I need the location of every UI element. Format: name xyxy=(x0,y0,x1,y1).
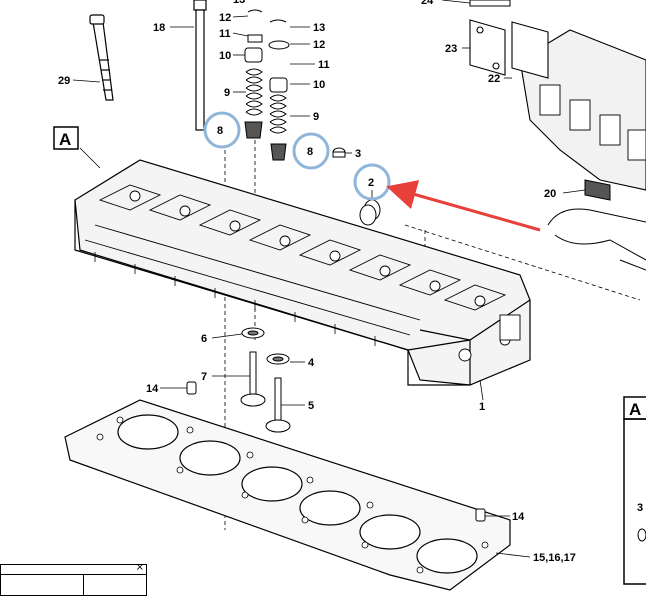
callout-15-16-17: 15,16,17 xyxy=(533,552,576,564)
callout-23: 23 xyxy=(445,43,457,55)
section-a-main-label: A xyxy=(59,130,71,149)
callout-18: 18 xyxy=(153,22,165,34)
callout-11-right: 11 xyxy=(318,59,330,71)
callout-12-left: 12 xyxy=(219,12,231,24)
window-fragment-divider xyxy=(83,575,84,595)
callout-22: 22 xyxy=(488,73,500,85)
dowel-14-left xyxy=(186,381,197,395)
valve-5 xyxy=(265,377,291,433)
valve-seal-4 xyxy=(266,353,290,365)
callout-9-left: 9 xyxy=(224,87,230,99)
sensor-20 xyxy=(584,179,611,201)
callout-10-left: 10 xyxy=(219,50,231,62)
valve-7 xyxy=(240,351,266,407)
head-bolt-29 xyxy=(89,14,114,101)
callout-3-right: 3 xyxy=(637,502,643,514)
intake-manifold xyxy=(519,29,646,191)
section-a-right-label: A xyxy=(629,400,641,419)
callout-1: 1 xyxy=(479,401,485,413)
cover-23 xyxy=(469,19,506,76)
manifold-gasket-edge xyxy=(547,208,646,271)
callout-13-top: 13 xyxy=(233,0,245,6)
valve-spring-left xyxy=(244,9,263,139)
callout-14-right: 14 xyxy=(512,511,525,523)
callout-9-right: 9 xyxy=(313,111,319,123)
close-icon[interactable]: × xyxy=(135,562,144,573)
cylinder-head xyxy=(74,159,531,386)
gasket-22 xyxy=(511,21,549,79)
callout-11-left: 11 xyxy=(219,28,231,40)
callout-24: 24 xyxy=(421,0,434,7)
plug-2 xyxy=(359,199,381,226)
red-pointer-arrow xyxy=(386,180,541,232)
window-fragment: × xyxy=(0,562,147,596)
callout-8-right: 8 xyxy=(307,146,313,158)
section-a-right: A 3 xyxy=(623,396,646,585)
bolt-24 xyxy=(469,0,511,7)
callout-4: 4 xyxy=(308,357,315,369)
valve-seal-6 xyxy=(241,327,265,339)
stud-18 xyxy=(193,0,207,131)
callout-29: 29 xyxy=(58,75,70,87)
valve-spring-right xyxy=(268,19,290,161)
callout-8-left: 8 xyxy=(217,125,223,137)
callout-5: 5 xyxy=(308,400,314,412)
callout-highlight-circles xyxy=(203,111,391,201)
valve-cap-3 xyxy=(332,147,346,158)
callout-14-left: 14 xyxy=(146,383,159,395)
dowel-14-right xyxy=(475,508,486,522)
window-fragment-titlebar xyxy=(1,565,146,575)
callout-2: 2 xyxy=(368,177,374,189)
callout-labels: 18 29 13 12 11 10 9 8 13 12 11 10 9 8 3 … xyxy=(58,0,576,564)
callout-3: 3 xyxy=(355,148,361,160)
callout-7: 7 xyxy=(201,371,207,383)
callout-6: 6 xyxy=(201,333,207,345)
section-a-main: A xyxy=(53,126,79,150)
callout-12-right: 12 xyxy=(313,39,325,51)
callout-13: 13 xyxy=(313,22,325,34)
head-gasket xyxy=(64,399,511,591)
callout-20: 20 xyxy=(544,188,556,200)
leader-lines xyxy=(72,0,586,558)
callout-10-right: 10 xyxy=(313,79,325,91)
